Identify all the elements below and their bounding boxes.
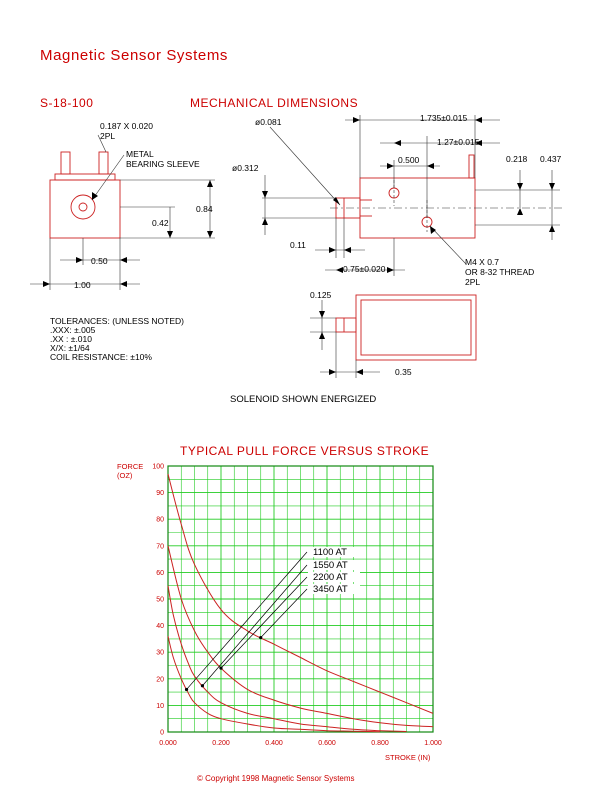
y-tick-label: 40 (156, 623, 164, 630)
bearing-sleeve-inner (78, 202, 88, 212)
legend-label: 2200 AT (313, 572, 348, 583)
x-tick-label: 0.000 (159, 740, 177, 747)
x-tick-label: 0.400 (265, 740, 283, 747)
front-view-arrows (43, 180, 213, 287)
series-line (167, 545, 434, 728)
dim-stroke-ext: 0.125 (310, 290, 332, 300)
y-tick-label: 70 (156, 543, 164, 550)
legend-leader-dot (184, 687, 189, 692)
label-sleeve-2: BEARING SLEEVE (126, 159, 200, 169)
chart-ticks: 0 10 20 30 40 50 60 70 80 90 100 0.000 0.200 0.400 0.6… (152, 464, 442, 748)
legend-leader-dot (219, 666, 223, 670)
y-tick-label: 60 (156, 570, 164, 577)
lower-view-arrows (319, 311, 363, 375)
dim-plunger-len: 0.75±0.020 (343, 264, 386, 274)
drawing-caption: SOLENOID SHOWN ENERGIZED (230, 394, 376, 405)
dim-half-width: 0.50 (91, 256, 108, 266)
x-tick-label: 0.800 (371, 740, 389, 747)
legend-label: 3450 AT (313, 584, 348, 595)
dim-mount-spacing: 1.27±0.015 (437, 137, 480, 147)
dim-hole-offset: 0.500 (398, 155, 420, 165)
side-view-top (335, 154, 476, 239)
right-terminal (98, 151, 109, 175)
tolerance-line: .XX : ±.010 (50, 334, 92, 344)
chart-frame (167, 465, 434, 733)
legend-leader (186, 551, 308, 690)
chart-grid (167, 465, 434, 733)
section-title: MECHANICAL DIMENSIONS (190, 96, 358, 110)
tolerance-line: .XXX: ±.005 (50, 325, 96, 335)
part-number: S-18-100 (40, 96, 93, 110)
coil-body-lower-inner (360, 299, 472, 356)
dim-overall-len: 1.735±0.015 (420, 113, 467, 123)
side-view-dims (262, 115, 565, 276)
series-line (167, 636, 381, 733)
x-tick-label: 0.200 (212, 740, 230, 747)
chart-xlabel: STROKE (IN) (385, 753, 431, 762)
dim-thread-qty: 2PL (465, 277, 480, 287)
x-tick-label: 1.000 (424, 740, 442, 747)
legend-label-bg (308, 560, 360, 570)
tolerance-block: TOLERANCES: (UNLESS NOTED) .XXX: ±.005 .… (50, 316, 184, 362)
series-line (167, 585, 407, 732)
legend-label: 1550 AT (313, 560, 348, 571)
dim-side-len: 0.35 (395, 367, 412, 377)
y-tick-label: 80 (156, 517, 164, 524)
chart-title: TYPICAL PULL FORCE VERSUS STROKE (180, 444, 429, 458)
legend-leader (260, 588, 308, 638)
front-view (49, 151, 121, 239)
legend-leader-dot (259, 635, 263, 640)
chart-ylabel-2: (OZ) (117, 471, 133, 480)
dim-terminal-qty: 2PL (100, 131, 115, 141)
dim-gap: 0.11 (290, 240, 306, 250)
y-tick-label: 90 (156, 490, 164, 497)
left-terminal (60, 151, 71, 175)
legend-label-bg (308, 572, 360, 582)
company-name: Magnetic Sensor Systems (40, 47, 228, 64)
x-tick-label: 0.600 (318, 740, 336, 747)
y-tick-label: 0 (160, 730, 164, 737)
side-view-arrows (262, 117, 555, 273)
label-sleeve-1: METAL (126, 149, 154, 159)
coil-body-lower (355, 294, 477, 361)
dim-tab-2: 0.437 (540, 154, 562, 164)
legend-label-bg (308, 584, 360, 594)
side-view-bottom (335, 294, 477, 361)
legend-label: 1100 AT (313, 547, 347, 558)
y-tick-label: 10 (156, 703, 164, 710)
legend-label-bg (308, 547, 360, 557)
dim-thread-2: OR 8-32 THREAD (465, 267, 534, 277)
y-tick-label: 20 (156, 676, 164, 683)
y-tick-label: 30 (156, 650, 164, 657)
coil-body-front (49, 179, 121, 239)
side-terminal (468, 154, 475, 179)
copyright: © Copyright 1998 Magnetic Sensor Systems (197, 774, 355, 783)
dim-body-dia: ø0.312 (232, 163, 259, 173)
dim-tab-1: 0.218 (506, 154, 528, 164)
tolerance-line: TOLERANCES: (UNLESS NOTED) (50, 316, 184, 326)
chart-ylabel-1: FORCE (117, 462, 143, 471)
chart-lines (167, 473, 434, 733)
dim-width: 1.00 (74, 280, 91, 290)
y-tick-label: 100 (152, 464, 164, 471)
legend-leader (220, 576, 308, 669)
legend-leader (202, 564, 308, 686)
dim-plunger-dia: ø0.081 (255, 117, 282, 127)
tolerance-line: X/X: ±1/64 (50, 343, 90, 353)
dim-thread-1: M4 X 0.7 (465, 257, 499, 267)
series-line (167, 473, 434, 714)
bearing-sleeve-outer (70, 194, 96, 220)
dim-height: 0.84 (196, 204, 213, 214)
terminal-base (54, 173, 116, 181)
plunger-stub-lower (335, 317, 357, 333)
dim-terminal: 0.187 X 0.020 (100, 121, 153, 131)
dim-center: 0.42 (152, 218, 169, 228)
legend-leader-dot (200, 684, 205, 688)
y-tick-label: 50 (156, 597, 164, 604)
tolerance-line: COIL RESISTANCE: ±10% (50, 352, 152, 362)
